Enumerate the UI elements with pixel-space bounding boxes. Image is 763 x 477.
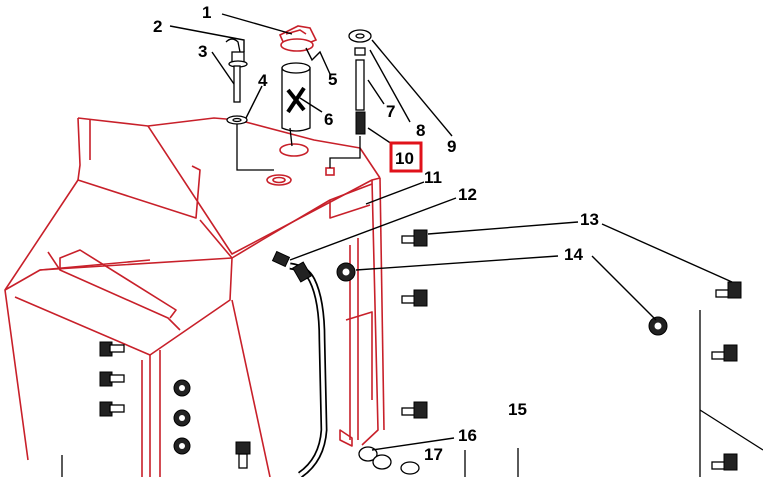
callout-4: 4 <box>258 71 268 90</box>
fuel-sender <box>225 38 274 171</box>
vent-assembly <box>329 29 372 168</box>
callout-5: 5 <box>328 70 337 89</box>
filler-strainer <box>281 62 311 147</box>
callout-15: 15 <box>508 400 527 419</box>
fasteners <box>99 229 742 475</box>
callout-11: 11 <box>424 168 442 187</box>
callout-9: 9 <box>447 137 456 156</box>
callout-14: 14 <box>564 245 583 264</box>
mounting-bracket <box>61 310 763 477</box>
callout-12: 12 <box>458 185 477 204</box>
callout-7: 7 <box>386 102 395 121</box>
fuel-cap <box>278 25 318 52</box>
callout-labels: 1 2 3 4 5 6 7 8 9 10 11 12 13 14 15 16 1… <box>153 3 599 464</box>
callout-17: 17 <box>424 445 443 464</box>
callout-16: 16 <box>458 426 477 445</box>
callout-8: 8 <box>416 121 425 140</box>
fuel-hose <box>271 250 328 477</box>
tank-outline <box>4 117 385 477</box>
callout-13: 13 <box>580 210 599 229</box>
callout-2: 2 <box>153 17 162 36</box>
callout-1: 1 <box>202 3 211 22</box>
callout-3: 3 <box>198 42 207 61</box>
leader-lines <box>169 13 733 451</box>
callout-10: 10 <box>395 149 414 168</box>
callout-6: 6 <box>324 110 333 129</box>
callout-10-highlight <box>389 141 423 173</box>
